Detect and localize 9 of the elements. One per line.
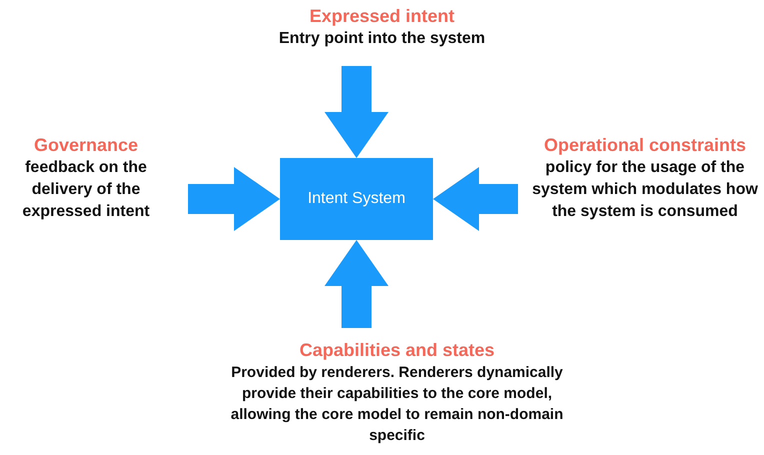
description: Provided by renderers. Renderers dynamically provide their capabilities to the core model, allowing the core model to remain non-domain specific xyxy=(230,363,564,446)
description: feedback on the delivery of the expressed intent xyxy=(21,158,151,222)
heading: Capabilities and states xyxy=(298,339,496,362)
process-box: Intent System xyxy=(280,158,433,240)
description: Entry point into the system xyxy=(278,29,486,49)
heading: Expressed intent xyxy=(308,5,456,28)
description: policy for the usage of the system which modulates how the system is consumed xyxy=(531,158,759,222)
heading: Governance xyxy=(32,134,140,157)
heading: Operational constraints xyxy=(542,134,748,157)
